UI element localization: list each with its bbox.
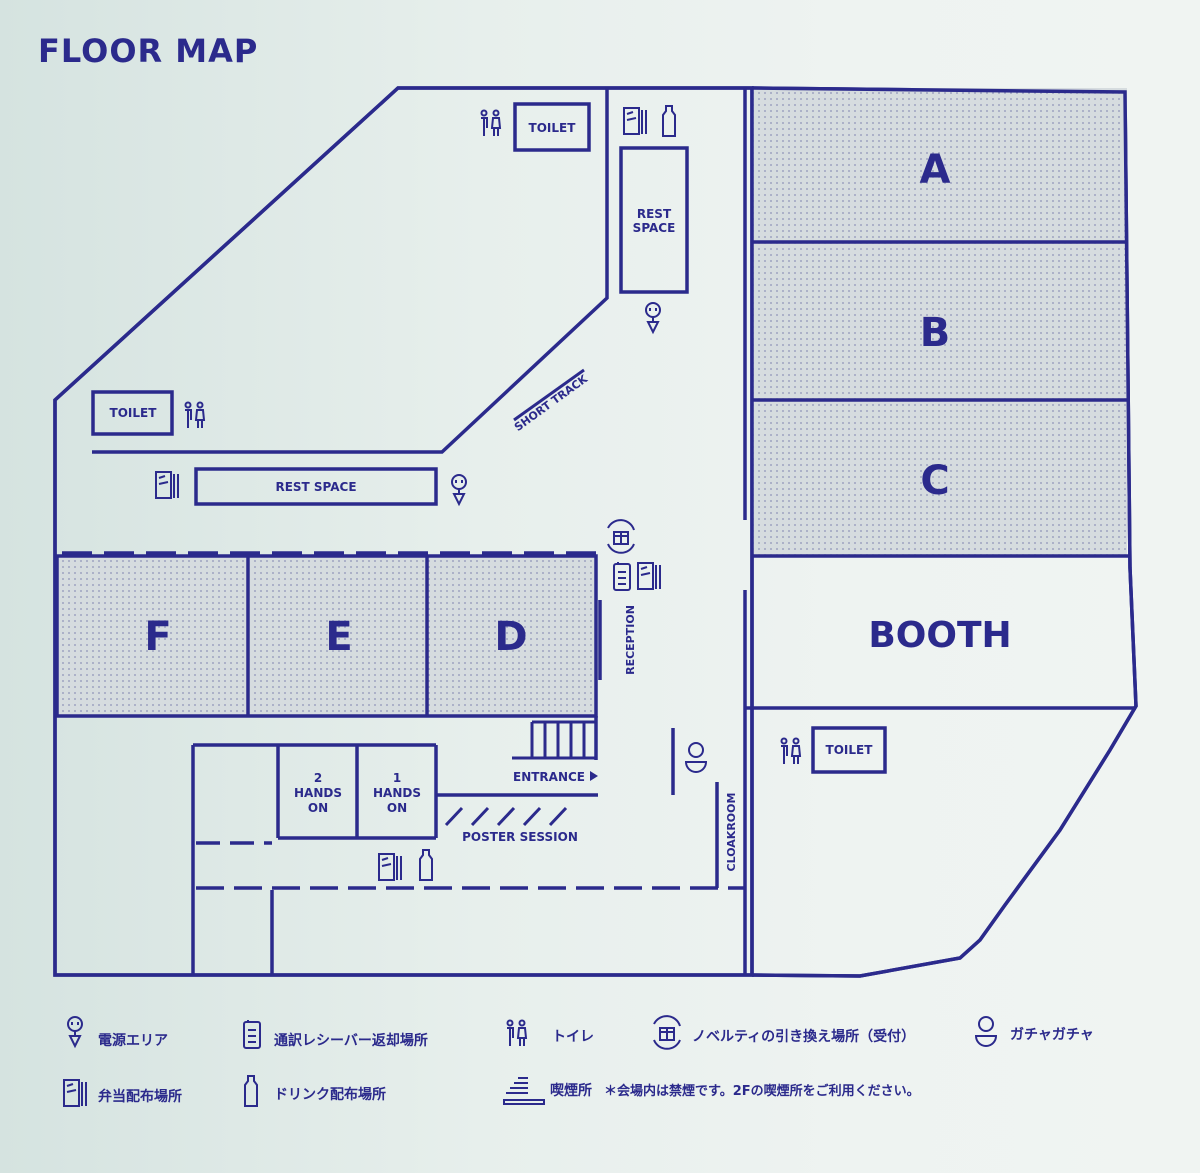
hands-on-1-line1: 1 <box>393 771 401 785</box>
stairs <box>512 720 596 760</box>
bento-icon <box>623 107 647 135</box>
rest-space-top-label-1: REST <box>637 207 672 221</box>
bento-icon <box>155 471 179 499</box>
legend-drink: ドリンク配布場所 <box>274 1087 386 1103</box>
poster-session-label: POSTER SESSION <box>462 830 578 844</box>
zone-abc <box>752 88 1127 556</box>
booth-label: BOOTH <box>868 615 1011 656</box>
legend-gacha: ガチャガチャ <box>1010 1027 1094 1043</box>
toilet-icon <box>506 1019 528 1046</box>
short-track-label: SHORT TRACK <box>512 372 590 434</box>
zone-d-area <box>428 556 596 716</box>
hands-on-2-line3: ON <box>308 801 328 815</box>
zone-c-area <box>752 400 1127 556</box>
toilet-right-box <box>811 726 887 774</box>
zone-b-label: B <box>920 310 951 356</box>
right-building-outline-top <box>751 86 1138 978</box>
power-icon <box>451 474 467 507</box>
zone-f-area <box>57 556 247 716</box>
novelty-icon <box>653 1015 681 1050</box>
zone-fed <box>57 556 596 716</box>
smoking-icon <box>503 1077 545 1105</box>
zone-e-area <box>250 556 425 716</box>
legend-receiver: 通訳レシーバー返却場所 <box>274 1033 428 1049</box>
zone-b-area <box>752 242 1127 400</box>
toilet-icon <box>480 109 502 136</box>
receiver-icon <box>243 1020 261 1049</box>
legend-power: 電源エリア <box>98 1033 168 1049</box>
drink-icon <box>419 849 433 881</box>
power-icon <box>645 302 661 335</box>
legend-bento: 弁当配布場所 <box>98 1089 182 1105</box>
hands-on-1-line3: ON <box>387 801 407 815</box>
rest-space-left-box <box>194 467 438 506</box>
bento-icon <box>637 562 661 590</box>
zone-d-label: D <box>494 614 527 660</box>
poster-slashes <box>444 806 568 827</box>
hands-on-2-line2: HANDS <box>294 786 342 800</box>
left-building-outline-top <box>53 86 754 977</box>
inner-diagonal-wall <box>92 88 609 454</box>
toilet-top-box <box>513 102 591 152</box>
zone-c-label: C <box>920 458 949 504</box>
bento-icon <box>63 1079 87 1107</box>
page-title: FLOOR MAP <box>38 32 259 70</box>
gacha-icon <box>974 1016 998 1047</box>
rest-space-top-box <box>619 146 689 294</box>
legend-smoking: 喫煙所 <box>550 1083 592 1099</box>
toilet-icon <box>184 401 206 428</box>
drink-icon <box>244 1075 258 1107</box>
hands-on-1-line2: HANDS <box>373 786 421 800</box>
power-icon <box>67 1016 83 1049</box>
novelty-icon <box>607 519 635 554</box>
rest-space-left-label: REST SPACE <box>275 480 356 494</box>
rest-space-top-label-2: SPACE <box>633 221 676 235</box>
zone-e-label: E <box>325 614 352 660</box>
legend-toilet: トイレ <box>552 1029 594 1045</box>
toilet-icon <box>780 737 802 764</box>
zone-a-label: A <box>920 147 951 193</box>
zone-a-area <box>752 88 1127 242</box>
fed-block <box>55 554 598 718</box>
bento-icon <box>378 853 402 881</box>
zone-f-label: F <box>144 614 171 660</box>
toilet-right-label: TOILET <box>826 743 874 757</box>
toilet-left-box <box>91 390 174 436</box>
gacha-icon <box>684 742 708 773</box>
entrance-arrow-icon <box>590 771 598 781</box>
drink-icon <box>662 105 676 137</box>
toilet-left-label: TOILET <box>110 406 158 420</box>
receiver-icon <box>613 562 631 591</box>
short-track-line <box>513 368 585 422</box>
legend-smoking-note: ＊会場内は禁煙です。2Fの喫煙所をご利用ください。 <box>604 1084 920 1099</box>
toilet-top-label: TOILET <box>529 121 577 135</box>
reception-label: RECEPTION <box>624 605 637 675</box>
hands-on-2-line1: 2 <box>314 771 322 785</box>
entrance-label: ENTRANCE <box>513 770 585 784</box>
legend-novelty: ノベルティの引き換え場所（受付） <box>692 1029 916 1045</box>
cloakroom-label: CLOAKROOM <box>725 793 738 872</box>
